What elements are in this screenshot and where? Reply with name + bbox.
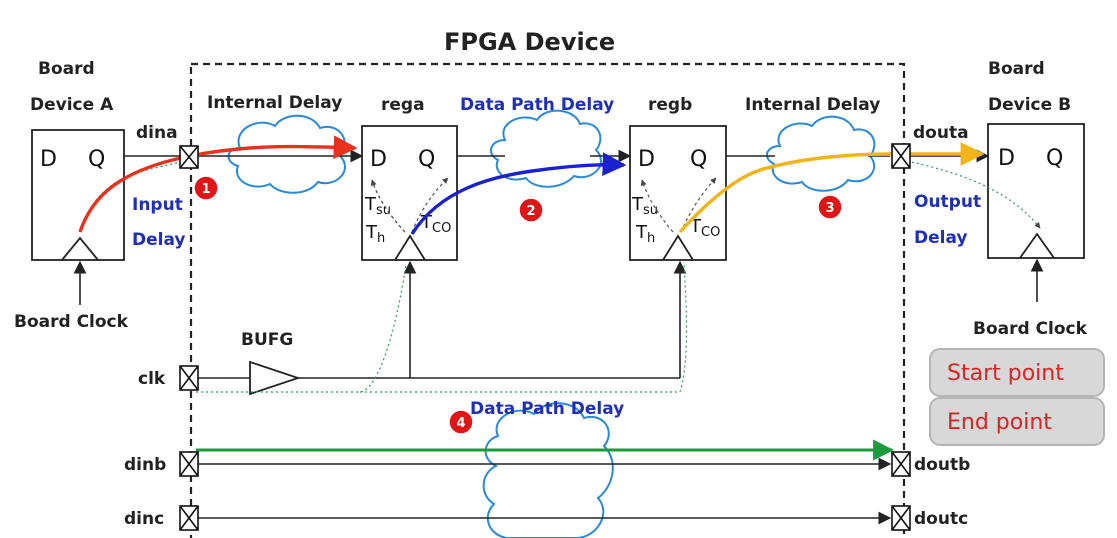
pad-dinb (179, 451, 199, 477)
badge-4: 4 (448, 409, 474, 435)
regb-th: Th (635, 222, 655, 246)
pad-dina (179, 145, 199, 169)
internal-delay-cloud-left (227, 114, 346, 194)
svg-text:3: 3 (825, 201, 834, 216)
start-point-legend: Start point (929, 348, 1105, 397)
regb-clock-triangle (662, 234, 694, 261)
rega-d: D (370, 147, 387, 172)
device-b-clock-triangle (1019, 232, 1055, 259)
rega-th: Th (365, 222, 385, 246)
data-path-delay-label-bottom: Data Path Delay (470, 399, 624, 419)
data-path-delay-label-top: Data Path Delay (460, 95, 614, 115)
pad-dinc (179, 505, 199, 531)
bufg-label: BUFG (241, 330, 293, 350)
signal-dina: dina (136, 123, 178, 143)
device-b-line2: Device B (988, 95, 1071, 115)
rega-clock-triangle (394, 234, 426, 261)
badge-3: 3 (817, 194, 843, 220)
regb-timing-arcs (640, 179, 674, 233)
svg-text:Start point: Start point (947, 361, 1064, 386)
pad-doutc (891, 505, 911, 531)
device-a-clock-triangle (61, 236, 99, 261)
internal-delay-label-left: Internal Delay (207, 93, 342, 113)
path-3-output (678, 142, 985, 234)
board-clock-right: Board Clock (973, 319, 1088, 339)
regb-tco: TCO (689, 216, 720, 240)
device-a-line2: Device A (30, 95, 114, 115)
svg-text:1: 1 (201, 182, 210, 197)
svg-text:2: 2 (526, 204, 535, 219)
signal-doutc: doutc (914, 509, 968, 529)
rega-q: Q (418, 147, 435, 172)
regb-q: Q (690, 147, 707, 172)
output-delay-label-1: Output (914, 192, 981, 212)
input-delay-label-1: Input (132, 195, 183, 215)
device-b-line1: Board (988, 59, 1045, 79)
input-delay-label-2: Delay (132, 230, 186, 250)
device-a-line1: Board (38, 59, 95, 79)
device-a-box (31, 129, 125, 261)
output-clock-dotted-path (901, 159, 1041, 229)
badge-2: 2 (518, 197, 544, 223)
output-delay-label-2: Delay (914, 228, 968, 248)
regb-label: regb (648, 95, 692, 115)
device-b-box (987, 123, 1085, 259)
data-path-delay-cloud-bottom (482, 402, 614, 538)
rega-timing-arcs (371, 178, 448, 233)
board-clock-left: Board Clock (14, 312, 129, 332)
signal-clk: clk (138, 369, 166, 389)
regb-d: D (638, 147, 655, 172)
clock-dotted-path (196, 261, 688, 393)
internal-delay-label-right: Internal Delay (745, 95, 880, 115)
signal-dinc: dinc (124, 509, 164, 529)
rega-box (361, 125, 458, 261)
end-point-legend: End point (929, 397, 1105, 446)
bufg-buffer (249, 360, 301, 396)
path-2-reg-to-reg (410, 152, 627, 235)
rega-tsu: Tsu (364, 194, 391, 218)
fpga-boundary (189, 62, 906, 538)
signal-douta: douta (913, 123, 969, 143)
signal-dinb: dinb (124, 455, 166, 475)
pad-douta (891, 143, 911, 169)
pad-clk (179, 365, 199, 391)
signal-doutb: doutb (914, 455, 970, 475)
rega-label: rega (381, 95, 425, 115)
device-b-d: D (998, 146, 1015, 171)
fpga-title: FPGA Device (444, 28, 615, 56)
badge-1: 1 (193, 175, 219, 201)
device-a-d: D (40, 147, 57, 172)
pad-doutb (891, 451, 911, 477)
svg-text:4: 4 (456, 416, 465, 431)
svg-text:End point: End point (947, 410, 1052, 435)
device-b-q: Q (1046, 146, 1063, 171)
device-a-q: Q (88, 147, 105, 172)
